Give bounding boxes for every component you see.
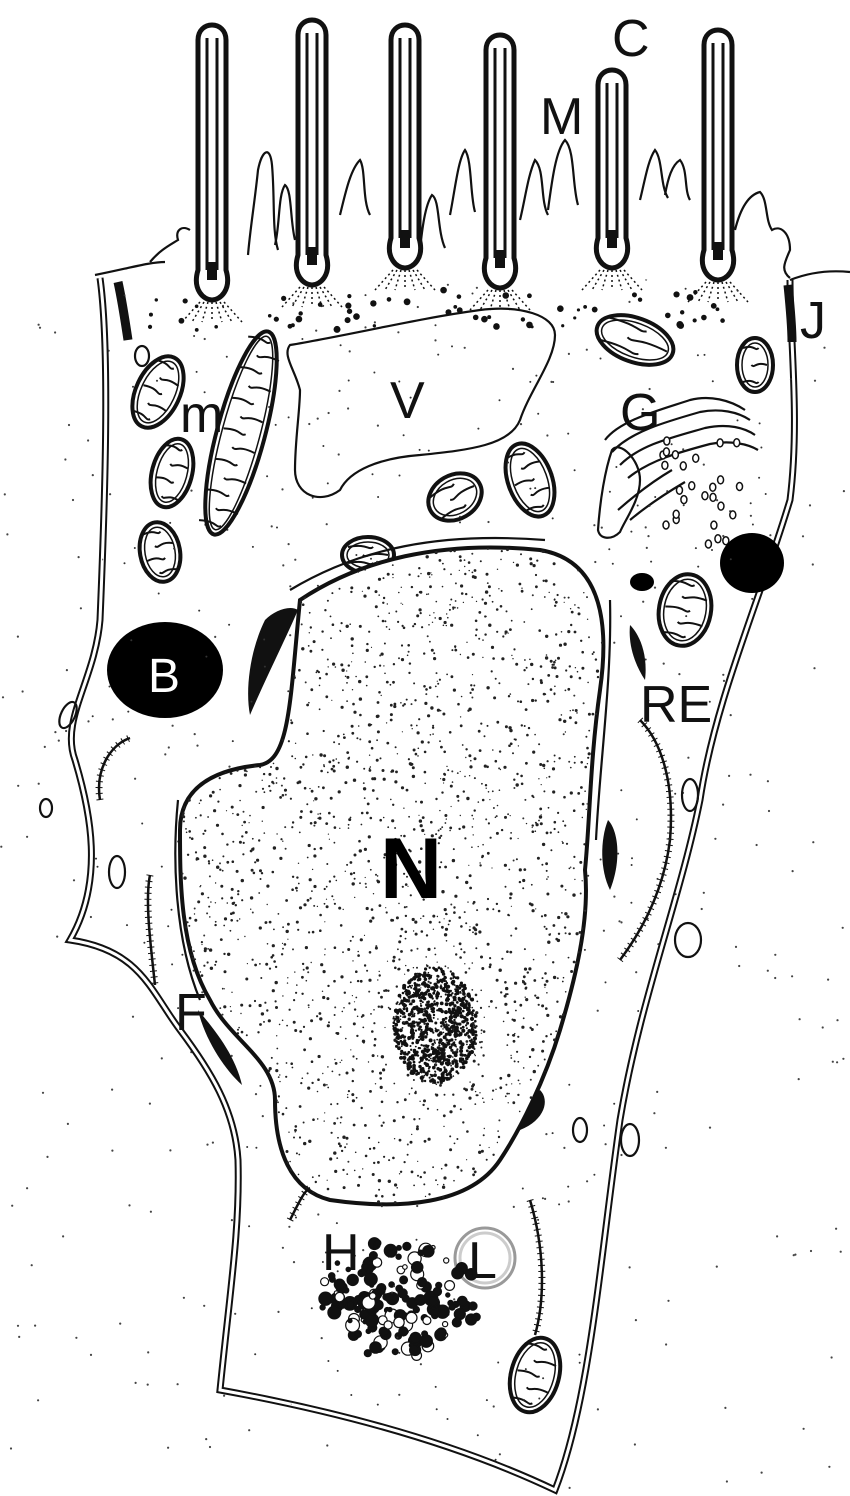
small-granule [630, 573, 654, 591]
cilium [582, 70, 642, 290]
mitochondrion [135, 519, 185, 585]
label-v: V [390, 372, 425, 430]
label-n: N [380, 821, 442, 917]
mitochondrion [653, 570, 717, 650]
dense-granule [720, 533, 784, 593]
cilium [688, 30, 748, 302]
cilium [282, 20, 342, 307]
label-re: RE [640, 676, 712, 734]
cilium [182, 25, 242, 322]
label-m-upper: M [540, 88, 583, 146]
label-j: J [800, 292, 826, 350]
mitochondrion [420, 464, 490, 530]
mitochondrion [496, 437, 563, 523]
mitochondrion [144, 434, 201, 512]
microvilli [150, 140, 790, 278]
label-g: G [620, 384, 660, 442]
cilium [375, 25, 435, 290]
label-b: B [148, 650, 180, 703]
cilium [470, 35, 530, 310]
mitochondrion [737, 338, 773, 392]
label-l: L [468, 1232, 497, 1290]
label-c: C [612, 10, 650, 68]
golgi-vesicles [660, 437, 743, 548]
cilia [182, 20, 748, 322]
mitochondrion [502, 1332, 568, 1418]
label-h: H [322, 1224, 360, 1282]
label-f: F [175, 984, 207, 1042]
label-m-lower: m [180, 386, 223, 444]
